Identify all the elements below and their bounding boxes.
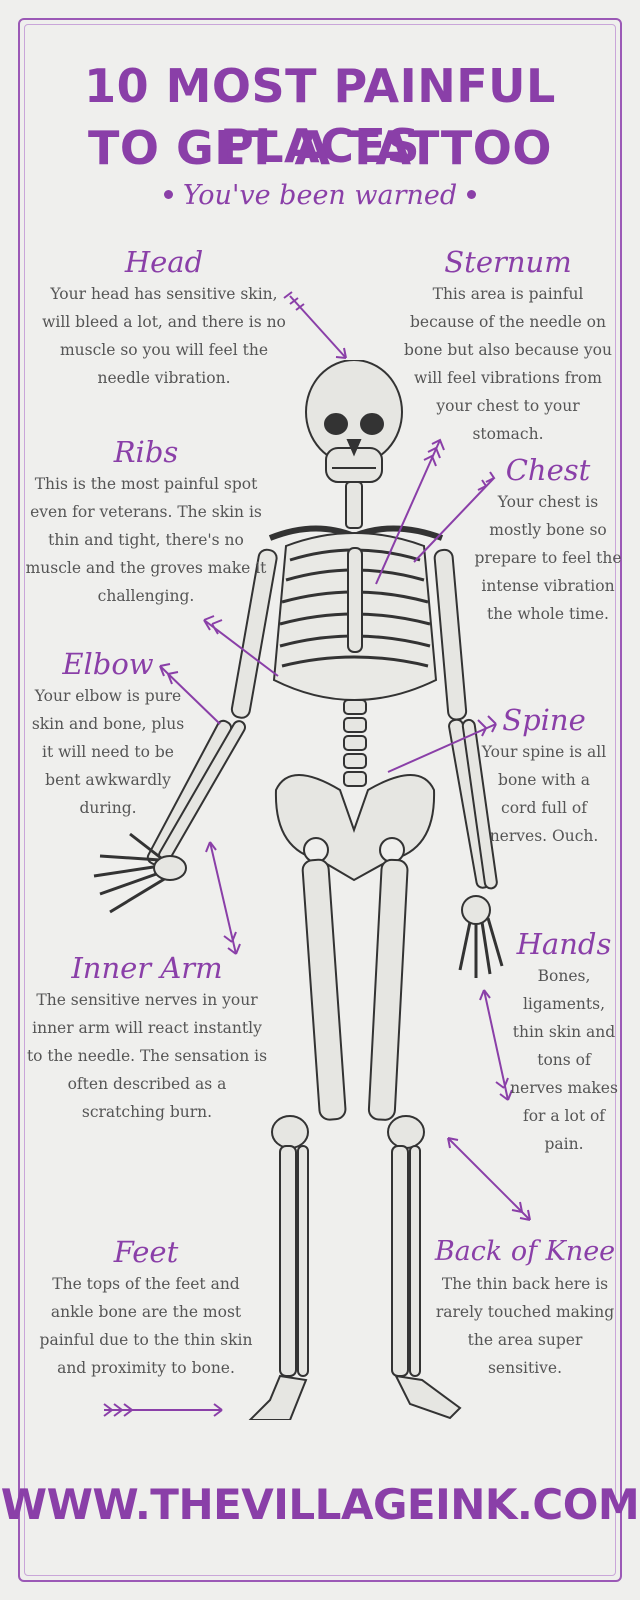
elbow-heading: Elbow xyxy=(62,647,154,681)
outer-border xyxy=(18,18,622,1582)
ribs-heading: Ribs xyxy=(113,435,179,469)
head-text: Your head has sensitive skin, will bleed… xyxy=(42,285,286,387)
hands-text: Bones, ligaments, thin skin and tons of … xyxy=(510,967,618,1153)
section-head: Head Your head has sensitive skin, will … xyxy=(36,244,292,392)
section-inner-arm: Inner Arm The sensitive nerves in your i… xyxy=(26,950,268,1126)
title-line-2: TO GET A TATTOO xyxy=(87,121,553,175)
skeleton-illustration xyxy=(93,360,504,1420)
back-of-knee-text: The thin back here is rarely touched mak… xyxy=(435,1275,615,1377)
back-of-knee-heading: Back of Knee xyxy=(434,1236,616,1267)
section-ribs: Ribs This is the most painful spot even … xyxy=(22,434,270,610)
elbow-text: Your elbow is pure skin and bone, plus i… xyxy=(31,687,185,817)
sternum-heading: Sternum xyxy=(444,245,572,279)
section-spine: Spine Your spine is all bone with a cord… xyxy=(480,702,608,850)
sternum-text: This area is painful because of the need… xyxy=(404,285,612,443)
section-elbow: Elbow Your elbow is pure skin and bone, … xyxy=(28,646,188,822)
section-hands: Hands Bones, ligaments, thin skin and to… xyxy=(510,926,618,1158)
section-back-of-knee: Back of Knee The thin back here is rarel… xyxy=(430,1234,620,1382)
section-feet: Feet The tops of the feet and ankle bone… xyxy=(30,1234,262,1382)
hands-heading: Hands xyxy=(516,927,612,961)
inner-border xyxy=(24,24,616,1576)
footer-url: WWW.THEVILLAGEINK.COM xyxy=(0,1480,640,1529)
spine-heading: Spine xyxy=(502,703,586,737)
section-chest: Chest Your chest is mostly bone so prepa… xyxy=(472,452,624,628)
feet-text: The tops of the feet and ankle bone are … xyxy=(39,1275,253,1377)
section-sternum: Sternum This area is painful because of … xyxy=(402,244,614,448)
spine-text: Your spine is all bone with a cord full … xyxy=(481,743,607,845)
subtitle-text: You've been warned xyxy=(182,180,458,211)
bullet-left xyxy=(163,189,173,199)
ribs-text: This is the most painful spot even for v… xyxy=(25,475,267,605)
inner-arm-heading: Inner Arm xyxy=(71,951,223,985)
feet-heading: Feet xyxy=(113,1235,179,1269)
inner-arm-text: The sensitive nerves in your inner arm w… xyxy=(26,991,268,1121)
bullet-right xyxy=(467,189,477,199)
chest-heading: Chest xyxy=(505,453,591,487)
chest-text: Your chest is mostly bone so prepare to … xyxy=(474,493,622,623)
title-line-1: 10 MOST PAINFUL PLACES xyxy=(84,59,556,173)
head-heading: Head xyxy=(124,245,204,279)
subtitle: You've been warned xyxy=(0,180,640,211)
